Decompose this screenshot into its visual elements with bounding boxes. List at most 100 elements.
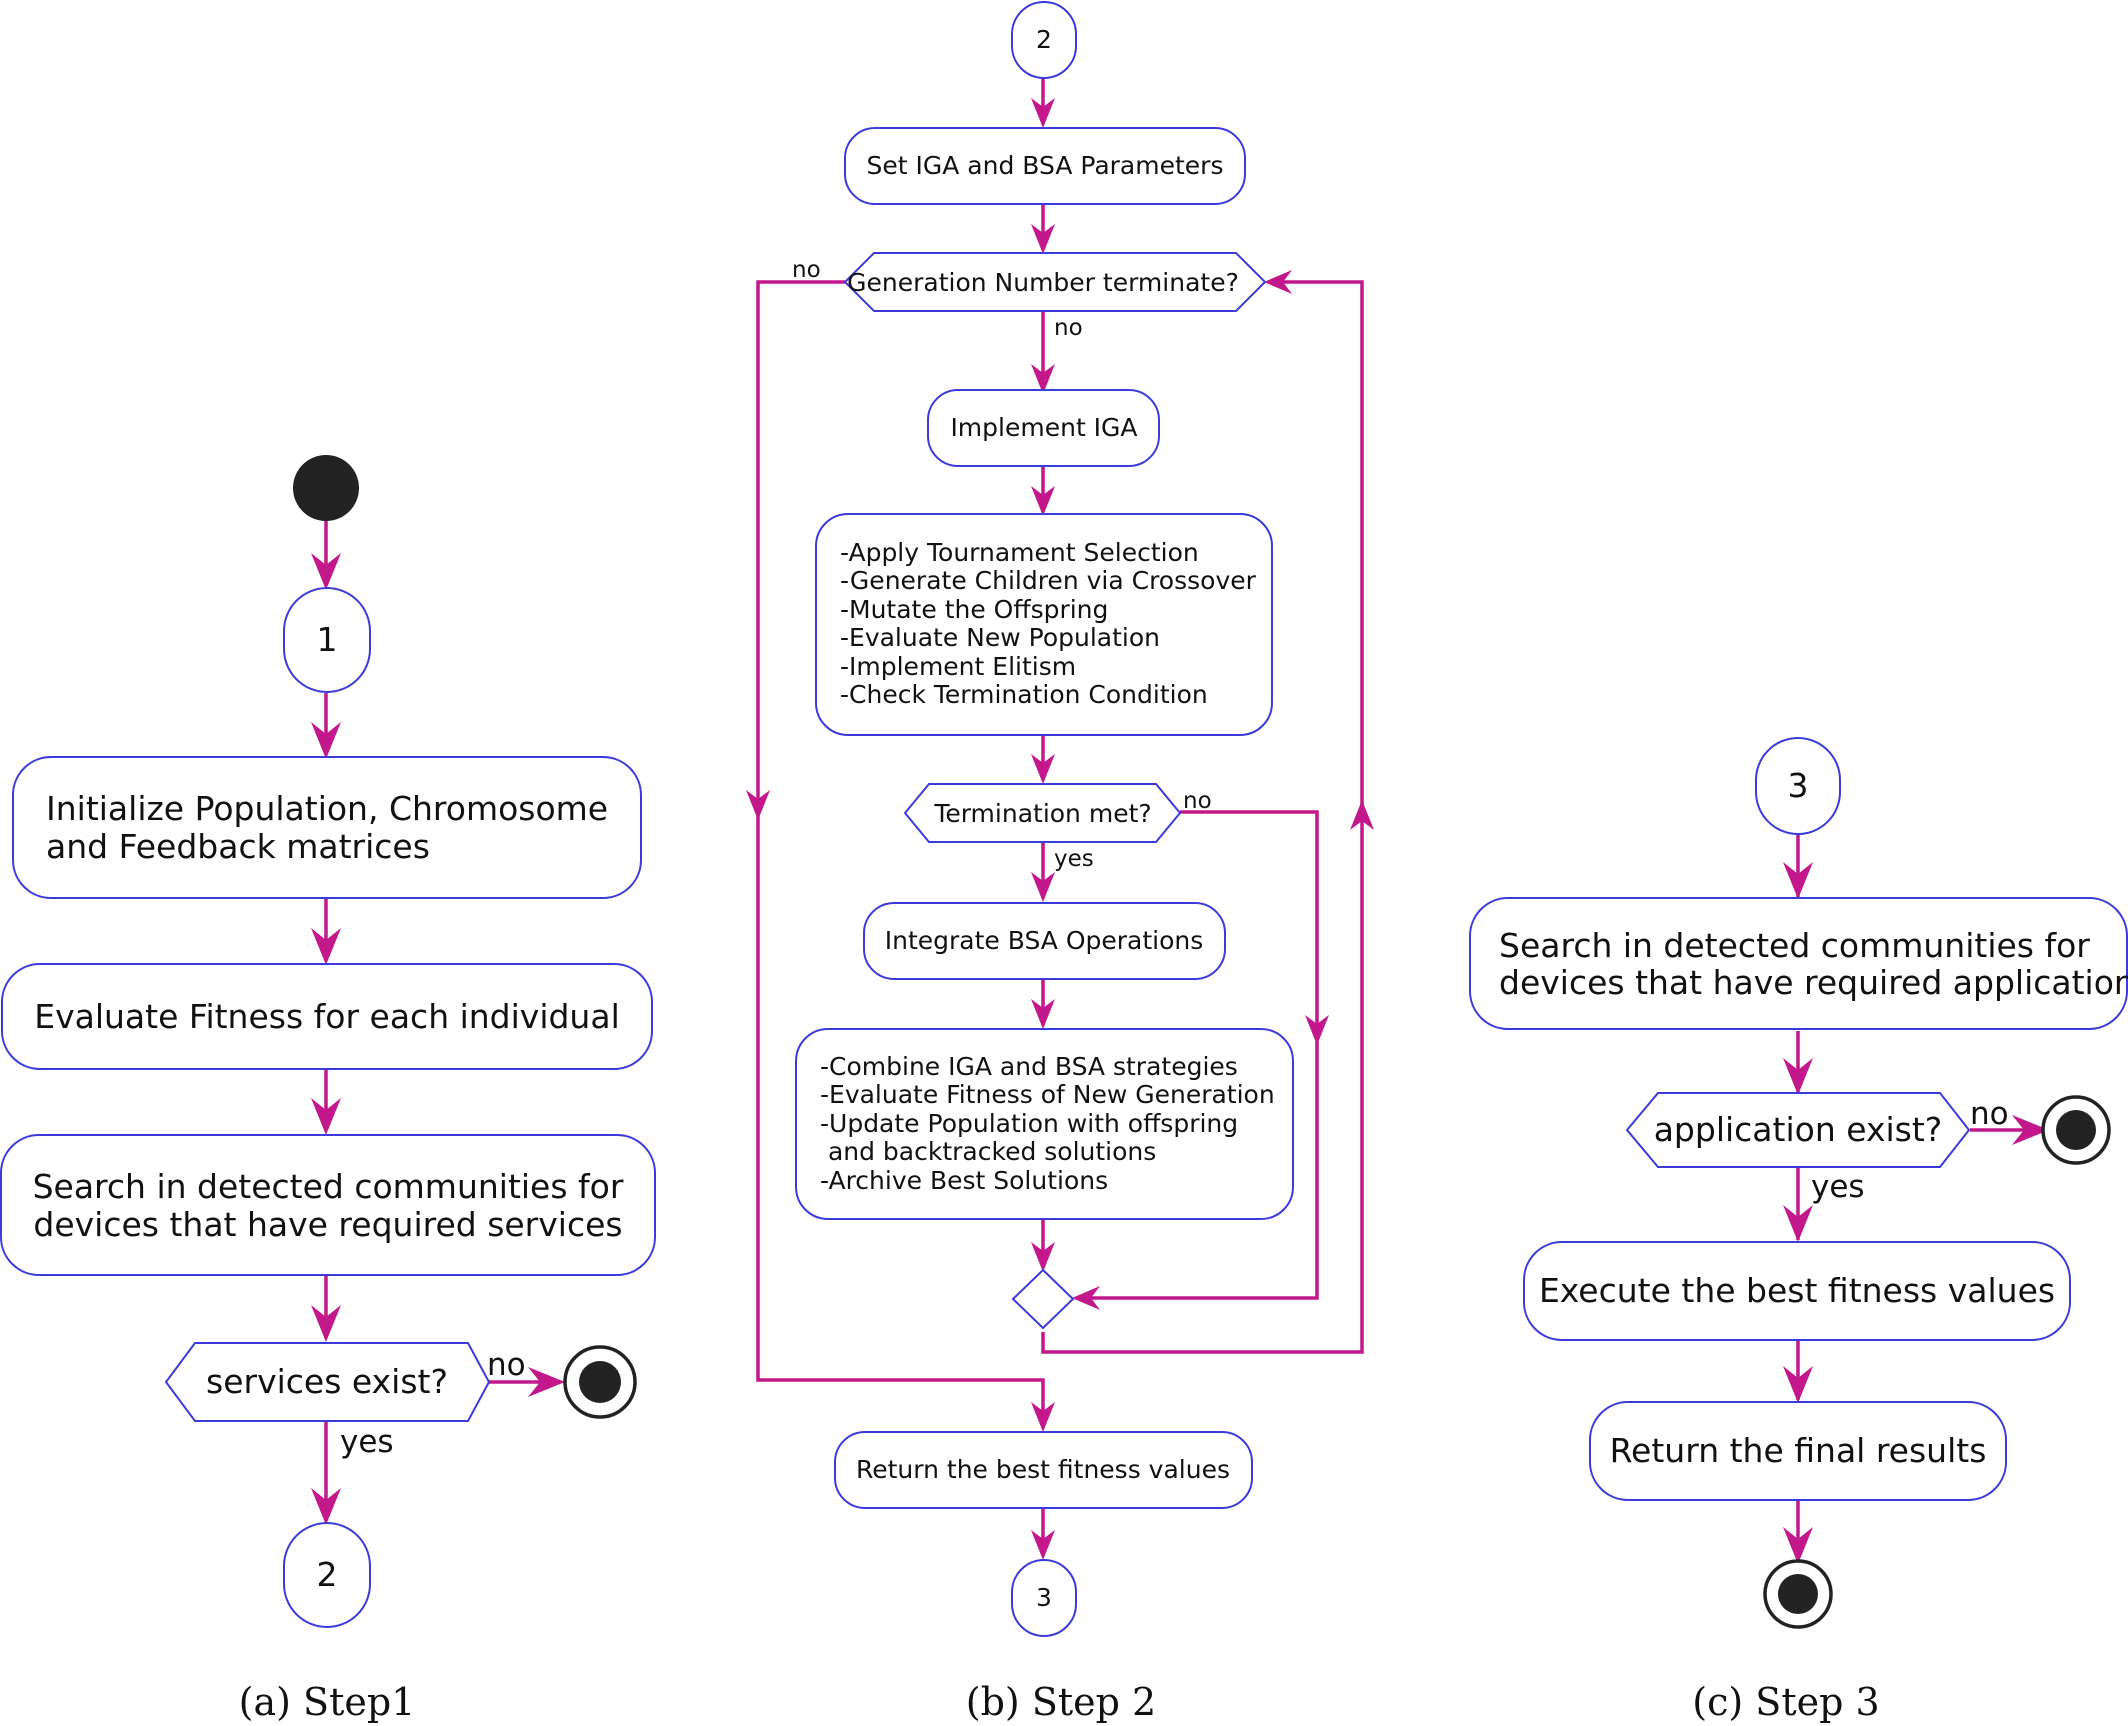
arrowhead	[1031, 872, 1055, 902]
arrowhead	[1031, 1402, 1055, 1432]
arrowhead	[1783, 1366, 1813, 1403]
arrowhead	[311, 1098, 341, 1135]
arrowhead	[311, 1305, 341, 1342]
termination-no-label: no	[1183, 788, 1212, 814]
step3-end-node-right	[2056, 1110, 2096, 1150]
termination-met-label: Termination met?	[933, 799, 1151, 828]
iga-steps-node	[815, 513, 1273, 736]
iga-step-2: -Generate Children via Crossover	[840, 566, 1257, 595]
iga-step-4: -Evaluate New Population	[840, 623, 1160, 652]
set-parameters-label: Set IGA and BSA Parameters	[867, 151, 1224, 180]
connector-2-top-node	[1011, 1, 1077, 79]
arrowhead	[1031, 1242, 1055, 1272]
services-exist-decision	[164, 1342, 491, 1422]
bsa-step-4: and backtracked solutions	[820, 1137, 1156, 1166]
evaluate-fitness-label: Evaluate Fitness for each individual	[34, 997, 620, 1036]
edge-loopdecision-no-exit	[756, 280, 1045, 1428]
connector-2-top-label: 2	[1036, 25, 1052, 54]
arrowhead	[1031, 224, 1055, 254]
implement-iga-label: Implement IGA	[950, 413, 1137, 442]
loop-no-down-label: no	[1054, 315, 1083, 341]
return-final-node	[1589, 1401, 2007, 1501]
step3-end-node-bottom	[1778, 1574, 1818, 1614]
return-final-label: Return the final results	[1610, 1431, 1987, 1470]
arrowhead	[1783, 1205, 1813, 1242]
generation-terminate-label: Generation Number terminate?	[847, 268, 1239, 297]
arrowhead	[1031, 1530, 1055, 1560]
termination-met-decision	[903, 783, 1182, 843]
connector-2-node	[283, 1522, 371, 1628]
initialize-population-line-1: Initialize Population, Chromosome	[46, 789, 608, 828]
caption-step1: (a) Step1	[239, 1680, 416, 1724]
end-node	[579, 1361, 621, 1403]
integrate-bsa-label: Integrate BSA Operations	[885, 926, 1204, 955]
bsa-step-3: -Update Population with offspring	[820, 1109, 1238, 1138]
search-application-node	[1469, 897, 2128, 1030]
return-best-node	[834, 1431, 1253, 1509]
step2-diagram: 2 Set IGA and BSA Parameters Generation …	[792, 1, 1294, 1724]
connector-3-top-node	[1755, 737, 1841, 835]
arrowhead	[1031, 486, 1055, 516]
search-application-line-1: Search in detected communities for	[1499, 926, 2090, 965]
bsa-steps-node	[795, 1028, 1294, 1220]
integrate-bsa-node	[863, 902, 1226, 980]
initialize-population-line-2: and Feedback matrices	[46, 827, 430, 866]
arrowhead	[311, 553, 341, 590]
arrowhead	[1264, 270, 1292, 294]
iga-step-1: -Apply Tournament Selection	[840, 538, 1199, 567]
bsa-step-2: -Evaluate Fitness of New Generation	[820, 1080, 1275, 1109]
arrowhead	[1031, 999, 1055, 1029]
step1-diagram: 1 Initialize Population, Chromosome and …	[0, 455, 656, 1724]
execute-best-label: Execute the best fitness values	[1539, 1271, 2055, 1310]
application-exist-label: application exist?	[1654, 1110, 1943, 1149]
connector-1-node	[283, 587, 371, 693]
set-parameters-node	[844, 127, 1246, 205]
arrowhead	[1783, 862, 1813, 899]
arrowhead	[1350, 800, 1374, 830]
arrowhead	[1783, 1058, 1813, 1095]
search-services-node	[0, 1134, 656, 1276]
services-yes-label: yes	[340, 1424, 394, 1460]
connector-3-bottom-label: 3	[1036, 1583, 1052, 1612]
arrowhead	[1783, 1527, 1813, 1564]
bsa-step-1: -Combine IGA and BSA strategies	[820, 1052, 1238, 1081]
arrowhead	[1305, 1015, 1329, 1045]
arrowhead	[528, 1367, 565, 1397]
edge-merge-loop-back	[1041, 280, 1364, 1354]
arrowhead	[1031, 364, 1055, 394]
execute-best-node	[1523, 1241, 2071, 1341]
search-services-line-1: Search in detected communities for	[33, 1167, 624, 1206]
arrowheads	[311, 98, 2049, 1564]
search-application-line-2: devices that have required application	[1499, 963, 2128, 1002]
arrowhead	[311, 1488, 341, 1525]
generation-terminate-decision	[843, 252, 1267, 312]
application-exist-decision	[1625, 1092, 1971, 1168]
arrowhead	[746, 790, 770, 820]
evaluate-fitness-node	[1, 963, 653, 1070]
edge-termination-no-to-merge	[1078, 810, 1319, 1300]
iga-step-6: -Check Termination Condition	[840, 680, 1208, 709]
arrowhead	[1072, 1286, 1100, 1310]
application-yes-label: yes	[1811, 1169, 1865, 1205]
loop-no-left-label: no	[792, 257, 821, 283]
connector-3-top-label: 3	[1788, 766, 1809, 805]
arrowhead	[311, 722, 341, 759]
connector-1-label: 1	[317, 620, 338, 659]
caption-step3: (c) Step 3	[1692, 1680, 1879, 1724]
iga-step-3: -Mutate the Offspring	[840, 595, 1108, 624]
arrowhead	[311, 928, 341, 965]
bsa-step-5: -Archive Best Solutions	[820, 1166, 1108, 1195]
services-no-label: no	[487, 1347, 526, 1383]
services-exist-label: services exist?	[206, 1362, 448, 1401]
merge-node	[1011, 1268, 1075, 1330]
step3-diagram: 3 Search in detected communities for dev…	[1469, 737, 2128, 1724]
return-best-label: Return the best fitness values	[856, 1455, 1230, 1484]
connector-3-bottom-node	[1011, 1559, 1077, 1637]
search-services-line-2: devices that have required services	[33, 1205, 622, 1244]
iga-step-5: -Implement Elitism	[840, 652, 1076, 681]
application-no-label: no	[1970, 1096, 2009, 1132]
termination-yes-label: yes	[1054, 846, 1094, 872]
implement-iga-node	[927, 389, 1160, 467]
connector-2-label: 2	[317, 1555, 338, 1594]
